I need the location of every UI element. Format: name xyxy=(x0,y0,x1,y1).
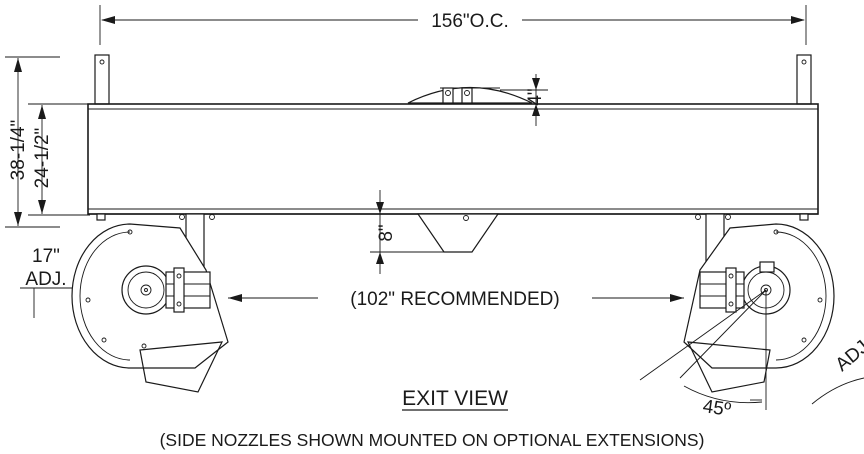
top-offset-dimension: 4" xyxy=(500,74,548,126)
right-side-nozzle xyxy=(639,213,835,410)
left-side-nozzle xyxy=(71,213,229,393)
view-title-text: EXIT VIEW xyxy=(402,387,508,410)
angle-adjust-label: ADJ. xyxy=(832,333,864,376)
overall-width-dimension: 156"O.C. xyxy=(99,5,807,45)
top-offset-label: 4" xyxy=(525,88,546,105)
main-frame xyxy=(87,54,819,253)
nozzle-adjust-label-2: ADJ. xyxy=(25,269,66,290)
overall-height-label: 38-1/4" xyxy=(8,120,29,181)
recommended-width-label: (102" RECOMMENDED) xyxy=(350,289,559,310)
bottom-clearance-dimension: 8" xyxy=(370,190,444,274)
mounting-note: (SIDE NOZZLES SHOWN MOUNTED ON OPTIONAL … xyxy=(160,430,705,450)
view-title: EXIT VIEW xyxy=(402,387,508,411)
overall-width-label: 156"O.C. xyxy=(431,11,509,32)
bottom-clearance-label: 8" xyxy=(376,224,397,241)
angle-dimension: 45º xyxy=(683,385,763,421)
nozzle-adjust-label-1: 17" xyxy=(32,246,60,267)
recommended-width-dimension: (102" RECOMMENDED) xyxy=(228,289,684,310)
height-dimensions: 38-1/4" 24-1/2" xyxy=(5,56,90,228)
angle-label: 45º xyxy=(701,396,732,421)
frame-height-label: 24-1/2" xyxy=(32,128,53,189)
nozzle-adjust-dimension: 17" ADJ. xyxy=(20,246,72,318)
